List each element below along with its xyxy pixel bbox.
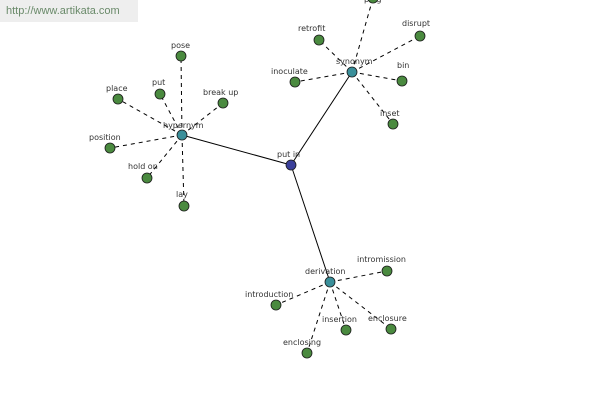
node-disrupt[interactable] [414, 30, 426, 42]
node-position[interactable] [104, 142, 116, 154]
node-label-bin: bin [397, 61, 409, 70]
node-label-inoculate: inoculate [271, 67, 308, 76]
edge-synonym-plug [351, 0, 373, 73]
edge-synonym [290, 71, 353, 166]
node-label-hold-on: hold on [128, 162, 158, 171]
node-insertion[interactable] [340, 324, 352, 336]
edge-synonym-disrupt [351, 35, 421, 73]
node-label-synonym: synonym [336, 57, 373, 66]
edge-hypernym-pose [180, 55, 183, 136]
edge-synonym-inset [351, 71, 394, 125]
edge-derivation-insertion [329, 281, 347, 331]
node-retrofit[interactable] [313, 34, 325, 46]
node-introduction[interactable] [270, 299, 282, 311]
node-inset[interactable] [387, 118, 399, 130]
node-enclosure[interactable] [385, 323, 397, 335]
node-label-disrupt: disrupt [402, 19, 430, 28]
node-bin[interactable] [396, 75, 408, 87]
node-label-hypernym: hypernym [163, 121, 204, 130]
edge-synonym-retrofit [318, 39, 353, 73]
node-derivation[interactable] [324, 276, 336, 288]
edge-hypernym-position [109, 134, 183, 149]
edge-hypernym-break-up [181, 102, 224, 136]
edge-hypernym-hold-on [146, 134, 183, 179]
edge-derivation [290, 164, 331, 283]
node-label-pose: pose [171, 41, 190, 50]
node-enclosing[interactable] [301, 347, 313, 359]
node-label-inset: inset [380, 109, 400, 118]
node-label-introduction: introduction [245, 290, 293, 299]
node-intromission[interactable] [381, 265, 393, 277]
node-plug[interactable] [367, 0, 379, 4]
node-label-enclosing: enclosing [283, 338, 321, 347]
node-inoculate[interactable] [289, 76, 301, 88]
node-label-put-in: put in [277, 150, 300, 159]
node-hypernym[interactable] [176, 129, 188, 141]
edge-derivation-enclosure [329, 281, 392, 330]
node-put-in[interactable] [285, 159, 297, 171]
node-label-derivation: derivation [305, 267, 345, 276]
node-label-retrofit: retrofit [298, 24, 325, 33]
node-break-up[interactable] [217, 97, 229, 109]
node-label-lay: lay [176, 190, 188, 199]
node-synonym[interactable] [346, 66, 358, 78]
node-lay[interactable] [178, 200, 190, 212]
node-label-position: position [89, 133, 121, 142]
node-label-insertion: insertion [322, 315, 357, 324]
node-label-put: put [152, 78, 165, 87]
edge-hypernym-lay [181, 134, 185, 207]
node-place[interactable] [112, 93, 124, 105]
node-put[interactable] [154, 88, 166, 100]
edge-hypernym [181, 134, 292, 166]
edge-synonym-bin [351, 71, 403, 82]
node-pose[interactable] [175, 50, 187, 62]
edge-synonym-inoculate [294, 71, 353, 83]
node-label-place: place [106, 84, 128, 93]
node-hold-on[interactable] [141, 172, 153, 184]
node-label-break-up: break up [203, 88, 238, 97]
edge-derivation-intromission [329, 270, 388, 283]
node-label-intromission: intromission [357, 255, 406, 264]
edge-derivation-introduction [275, 281, 331, 306]
node-label-enclosure: enclosure [368, 314, 407, 323]
site-url-watermark: http://www.artikata.com [0, 0, 138, 22]
